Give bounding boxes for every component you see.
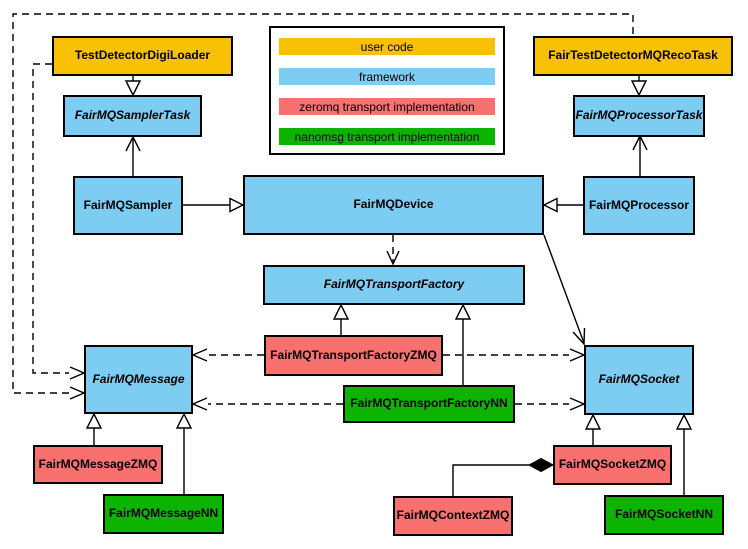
- legend-item-nanomsg: nanomsg transport implementation: [279, 128, 495, 145]
- edge-processor-device: [542, 197, 583, 213]
- legend-item-zeromq: zeromq transport implementation: [279, 98, 495, 115]
- edge-factoryNN-socket: [515, 397, 586, 411]
- node-fairmq-sampler-task: FairMQSamplerTask: [63, 95, 202, 137]
- node-fairmq-processor: FairMQProcessor: [583, 176, 695, 235]
- node-fairmq-message-nn: FairMQMessageNN: [103, 494, 224, 534]
- edge-socketZMQ-socket: [584, 413, 602, 445]
- edge-device-transportFactory: [386, 235, 400, 266]
- edge-sampler-device: [183, 197, 245, 213]
- node-fairmq-device: FairMQDevice: [243, 175, 544, 235]
- node-fairmq-processor-task: FairMQProcessorTask: [573, 95, 705, 137]
- node-fairmq-transport-factory: FairMQTransportFactory: [263, 265, 525, 305]
- node-test-detector-digi-loader: TestDetectorDigiLoader: [52, 36, 233, 76]
- edge-processor-processorTask: [632, 134, 648, 176]
- edge-sampler-samplerTask: [125, 135, 141, 176]
- edge-messageZMQ-message: [85, 412, 103, 445]
- legend-box: user code framework zeromq transport imp…: [269, 26, 505, 155]
- node-fairmq-message: FairMQMessage: [84, 345, 193, 414]
- node-fairmq-transport-factory-zmq: FairMQTransportFactoryZMQ: [264, 335, 443, 376]
- node-fairmq-socket-zmq: FairMQSocketZMQ: [553, 445, 672, 485]
- edge-digiLoader-samplerTask: [124, 76, 142, 97]
- node-fairmq-transport-factory-nn: FairMQTransportFactoryNN: [343, 385, 515, 423]
- legend-item-user-code: user code: [279, 38, 495, 55]
- edge-messageNN-message: [175, 412, 193, 494]
- edge-contextZMQ-socketZMQ: [452, 457, 555, 496]
- edge-factoryZMQ-message: [191, 348, 264, 362]
- node-fairmq-context-zmq: FairMQContextZMQ: [393, 496, 513, 536]
- node-fairmq-socket: FairMQSocket: [584, 345, 694, 415]
- edge-socketNN-socket: [675, 413, 693, 495]
- node-fair-test-detector-mq-reco-task: FairTestDetectorMQRecoTask: [533, 36, 733, 76]
- legend-item-framework: framework: [279, 68, 495, 85]
- edge-factoryZMQ-transportFactory: [332, 303, 350, 335]
- edge-device-socket: [543, 234, 586, 346]
- node-fairmq-message-zmq: FairMQMessageZMQ: [33, 445, 163, 484]
- edge-factoryNN-message: [191, 397, 343, 411]
- edge-factoryZMQ-socket: [443, 348, 586, 362]
- edge-recoTask-processorTask: [630, 76, 648, 97]
- node-fairmq-socket-nn: FairMQSocketNN: [604, 495, 724, 535]
- edge-factoryNN-transportFactory: [454, 303, 472, 385]
- node-fairmq-sampler: FairMQSampler: [73, 176, 183, 235]
